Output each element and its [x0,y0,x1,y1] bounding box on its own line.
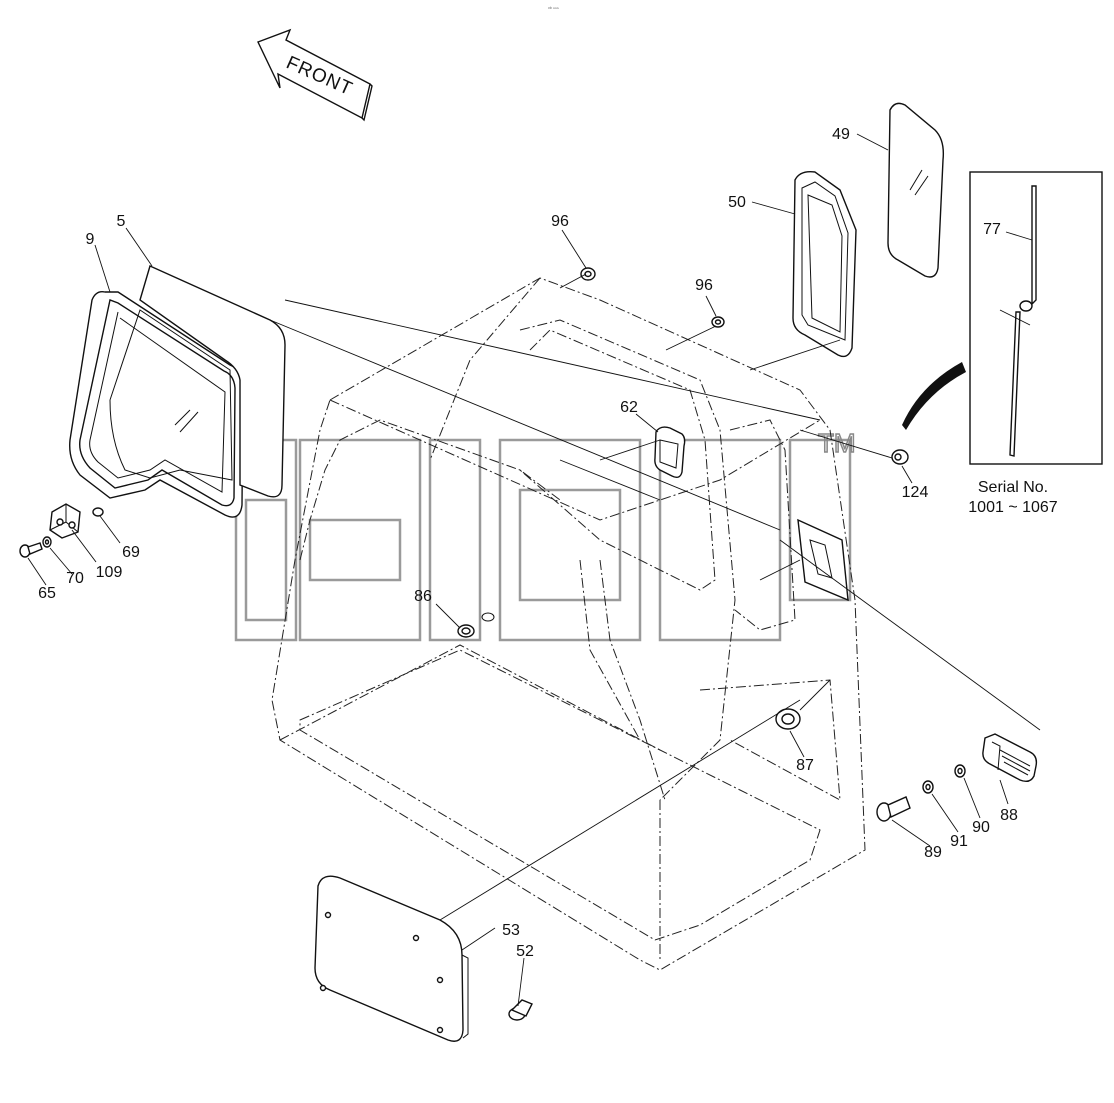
header-mark: ᵒᵇ ⁿⁿⁿ [548,6,559,12]
callout-5: 5 [117,213,126,230]
cover-plate-53 [314,875,469,1042]
nut-96-upper [580,267,596,281]
callout-96-upper: 96 [551,213,569,230]
front-arrow: FRONT [257,28,373,122]
grommet-86 [457,612,495,638]
dome-light-62 [654,426,686,479]
antenna-77 [1009,185,1037,457]
callout-88: 88 [1000,807,1018,824]
callout-91: 91 [950,833,968,850]
callout-96-lower: 96 [695,277,713,294]
callout-65: 65 [38,585,56,602]
grommet-87 [775,708,801,730]
side-plate [797,518,849,602]
callout-49: 49 [832,126,850,143]
leader-lines [27,133,1041,1007]
screw-65 [19,542,43,558]
pin-69 [92,507,104,517]
washer-70 [42,536,52,548]
callout-62: 62 [620,399,638,416]
nut-124 [891,449,909,465]
callout-labels: 49 50 96 96 77 9 5 62 124 69 109 70 65 8… [38,126,1018,960]
serial-number-label: Serial No. [978,479,1048,496]
callout-77: 77 [983,221,1001,238]
watermark-logo: TM [234,427,856,642]
washer-90 [954,764,966,778]
nut-96-lower [711,316,725,328]
serial-number-range: 1001 ~ 1067 [968,499,1058,516]
callout-87: 87 [796,757,814,774]
serial-inset-box: Serial No. 1001 ~ 1067 [968,171,1103,516]
callout-70: 70 [66,570,84,587]
callout-50: 50 [728,194,746,211]
watermark-text: TM [818,428,856,458]
callout-109: 109 [96,564,123,581]
bracket-109 [49,503,81,539]
cab-body-outline [271,277,866,971]
callout-69: 69 [122,544,140,561]
handle-88 [982,733,1038,783]
bolt-89 [876,796,911,822]
callout-86: 86 [414,588,432,605]
clip-52 [508,999,533,1021]
callout-90: 90 [972,819,990,836]
callout-52: 52 [516,943,534,960]
window-seal-50 [792,170,857,358]
callout-9: 9 [86,231,95,248]
inset-pointer-arc [902,362,966,430]
callout-89: 89 [924,844,942,861]
callout-53: 53 [502,922,520,939]
callout-124: 124 [902,484,929,501]
window-glass-5 [109,265,286,498]
window-glass-49 [887,102,945,278]
washer-91 [922,780,934,794]
